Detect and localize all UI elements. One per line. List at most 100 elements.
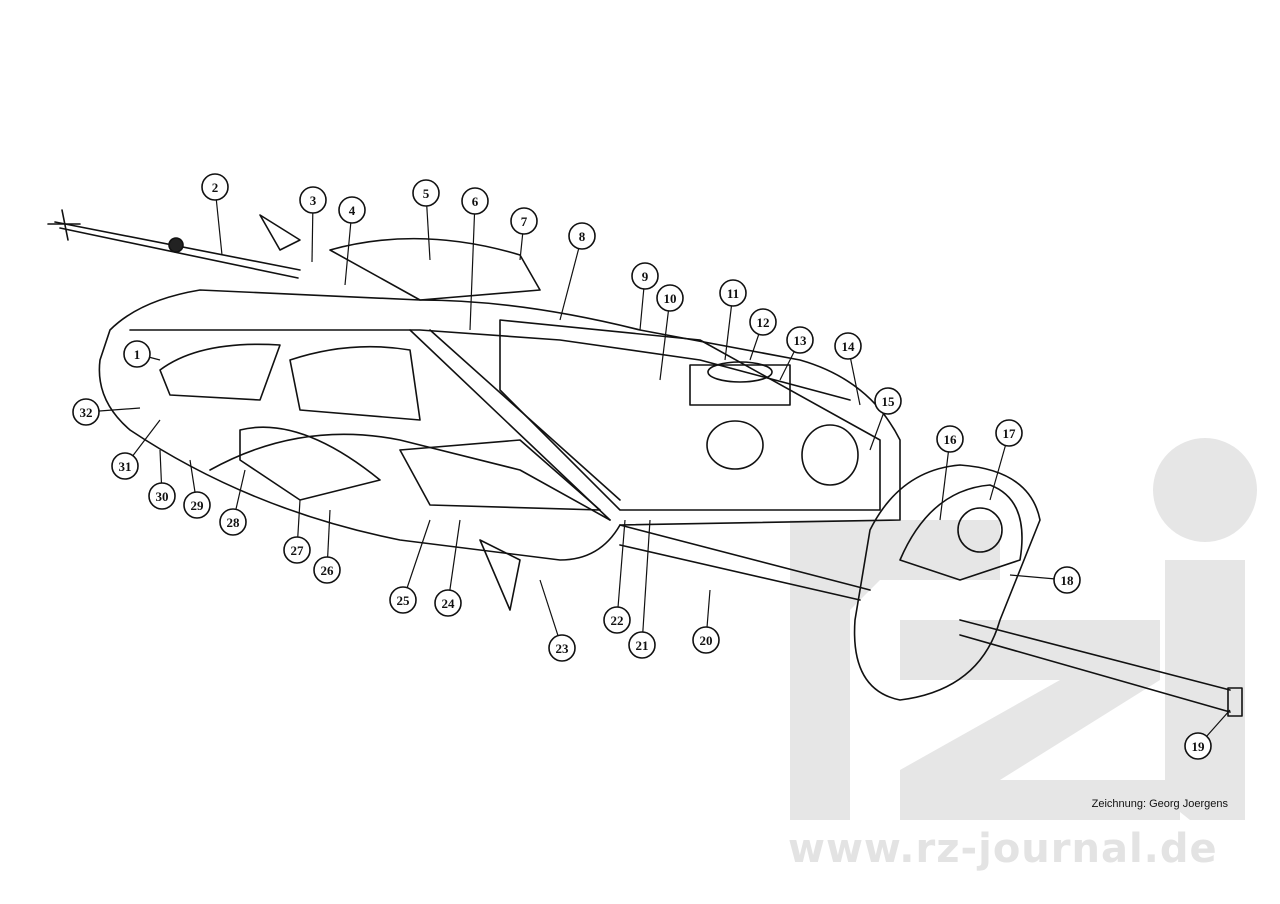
- callout-4: 4: [338, 196, 366, 286]
- callout-circle-18: [1053, 566, 1081, 594]
- callout-14: 14: [834, 332, 862, 406]
- callout-number-8: 8: [579, 229, 586, 244]
- callout-32: 32: [72, 398, 141, 426]
- callout-number-11: 11: [727, 286, 739, 301]
- callout-18: 18: [1009, 566, 1081, 594]
- callout-3: 3: [299, 186, 327, 263]
- callout-number-28: 28: [227, 515, 241, 530]
- callout-30: 30: [148, 449, 176, 510]
- callout-number-29: 29: [191, 498, 205, 513]
- callout-29: 29: [183, 459, 211, 519]
- callout-25: 25: [389, 519, 431, 614]
- callout-16: 16: [936, 425, 964, 521]
- callout-circle-26: [313, 556, 341, 584]
- callout-circle-12: [749, 308, 777, 336]
- callout-leader-24: [447, 519, 461, 604]
- callout-9: 9: [631, 262, 659, 331]
- callout-28: 28: [219, 469, 247, 536]
- callout-number-32: 32: [80, 405, 93, 420]
- callout-number-23: 23: [556, 641, 570, 656]
- callout-circle-6: [461, 187, 489, 215]
- callout-31: 31: [111, 419, 161, 480]
- callout-number-18: 18: [1061, 573, 1075, 588]
- callout-circle-22: [603, 606, 631, 634]
- callout-number-26: 26: [321, 563, 335, 578]
- callout-1: 1: [123, 340, 161, 368]
- callout-23: 23: [539, 579, 576, 662]
- callout-circle-3: [299, 186, 327, 214]
- callout-number-15: 15: [882, 394, 896, 409]
- callout-5: 5: [412, 179, 440, 261]
- callout-number-13: 13: [794, 333, 808, 348]
- callout-11: 11: [719, 279, 747, 361]
- callout-circle-10: [656, 284, 684, 312]
- callout-circle-2: [201, 173, 229, 201]
- callout-circle-9: [631, 262, 659, 290]
- callout-circle-4: [338, 196, 366, 224]
- callout-21: 21: [628, 519, 656, 659]
- callout-8: 8: [559, 222, 596, 321]
- callout-number-7: 7: [521, 214, 528, 229]
- callout-leader-8: [559, 235, 583, 321]
- callout-number-4: 4: [349, 203, 356, 218]
- callout-leader-25: [402, 519, 431, 601]
- callout-number-9: 9: [642, 269, 649, 284]
- callout-circle-28: [219, 508, 247, 536]
- callout-number-17: 17: [1003, 426, 1017, 441]
- callout-7: 7: [510, 207, 538, 261]
- callout-circle-14: [834, 332, 862, 360]
- callout-circle-20: [692, 626, 720, 654]
- callout-19: 19: [1184, 709, 1231, 760]
- callout-17: 17: [989, 419, 1023, 501]
- callout-number-2: 2: [212, 180, 219, 195]
- callout-number-12: 12: [757, 315, 770, 330]
- callout-20: 20: [692, 589, 720, 654]
- callout-number-24: 24: [442, 596, 456, 611]
- callout-circle-29: [183, 491, 211, 519]
- callout-circle-17: [995, 419, 1023, 447]
- callout-circle-1: [123, 340, 151, 368]
- callout-6: 6: [461, 187, 489, 331]
- callout-circle-31: [111, 452, 139, 480]
- callout-number-16: 16: [944, 432, 958, 447]
- callout-22: 22: [603, 519, 631, 634]
- callout-number-14: 14: [842, 339, 856, 354]
- callout-number-21: 21: [636, 638, 649, 653]
- artist-credit: Zeichnung: Georg Joergens: [1091, 798, 1228, 810]
- website-watermark: www.rz-journal.de: [788, 826, 1218, 872]
- callout-number-1: 1: [134, 347, 141, 362]
- callout-number-27: 27: [291, 543, 305, 558]
- callout-circle-24: [434, 589, 462, 617]
- callout-number-10: 10: [664, 291, 677, 306]
- callout-circle-8: [568, 222, 596, 250]
- callout-leader-21: [641, 519, 651, 646]
- callout-number-19: 19: [1192, 739, 1206, 754]
- callout-number-3: 3: [310, 193, 317, 208]
- callout-circle-15: [874, 387, 902, 415]
- callout-circle-11: [719, 279, 747, 307]
- callout-number-5: 5: [423, 186, 430, 201]
- callout-12: 12: [749, 308, 777, 361]
- callout-circle-5: [412, 179, 440, 207]
- callout-circle-30: [148, 482, 176, 510]
- callout-number-22: 22: [611, 613, 624, 628]
- callout-number-30: 30: [156, 489, 169, 504]
- callout-2: 2: [201, 173, 229, 256]
- callout-circle-21: [628, 631, 656, 659]
- callout-13: 13: [779, 326, 814, 381]
- callout-10: 10: [656, 284, 684, 381]
- callout-circle-7: [510, 207, 538, 235]
- callout-number-31: 31: [119, 459, 132, 474]
- callout-number-6: 6: [472, 194, 479, 209]
- callout-number-20: 20: [700, 633, 713, 648]
- callout-leader-6: [469, 200, 476, 331]
- callout-15: 15: [869, 387, 902, 451]
- callout-circle-23: [548, 634, 576, 662]
- callout-circle-16: [936, 425, 964, 453]
- callout-number-25: 25: [397, 593, 411, 608]
- callout-26: 26: [313, 509, 341, 584]
- callout-24: 24: [434, 519, 462, 617]
